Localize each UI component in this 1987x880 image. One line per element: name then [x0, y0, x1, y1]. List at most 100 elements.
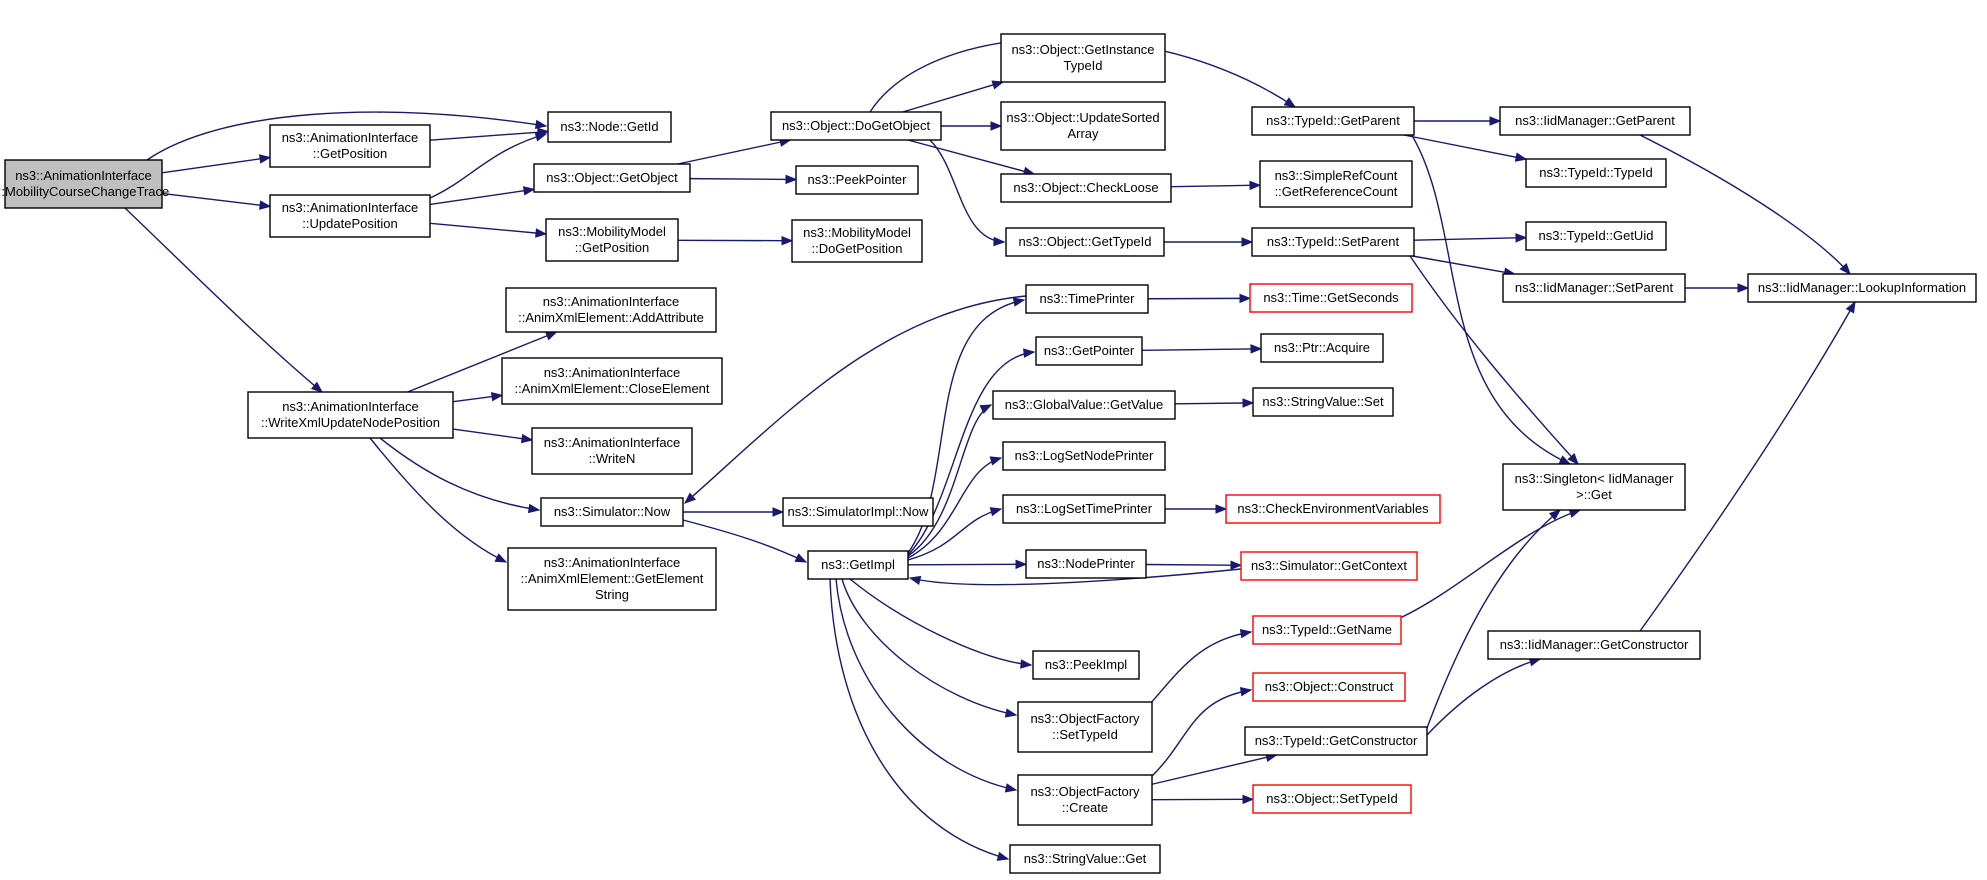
- node-n1[interactable]: ns3::Node::GetId: [547, 111, 672, 143]
- node-box[interactable]: [1252, 615, 1402, 645]
- node-n14[interactable]: ns3::MobilityModel::DoGetPosition: [791, 219, 923, 263]
- node-n36[interactable]: ns3::StringValue::Set: [1252, 387, 1394, 417]
- node-box[interactable]: [1251, 227, 1415, 257]
- node-box[interactable]: [1502, 273, 1686, 303]
- node-box[interactable]: [1009, 844, 1161, 874]
- node-n25[interactable]: ns3::LogSetTimePrinter: [1002, 494, 1166, 524]
- node-n9[interactable]: ns3::AnimationInterface::WriteN: [531, 427, 693, 475]
- node-n28[interactable]: ns3::ObjectFactory::SetTypeId: [1017, 701, 1153, 753]
- node-n29[interactable]: ns3::ObjectFactory::Create: [1017, 774, 1153, 826]
- node-box[interactable]: [795, 165, 919, 195]
- node-n11[interactable]: ns3::AnimationInterface::AnimXmlElement:…: [507, 547, 717, 611]
- node-n27[interactable]: ns3::PeekImpl: [1032, 650, 1140, 680]
- node-box[interactable]: [1005, 227, 1165, 257]
- node-box[interactable]: [1025, 549, 1147, 579]
- node-n39[interactable]: ns3::TypeId::GetName: [1252, 615, 1402, 645]
- node-box[interactable]: [1244, 726, 1428, 756]
- node-n30[interactable]: ns3::StringValue::Get: [1009, 844, 1161, 874]
- node-box[interactable]: [807, 550, 909, 580]
- node-n16[interactable]: ns3::GetImpl: [807, 550, 909, 580]
- node-n47[interactable]: ns3::Singleton< IidManager >::Get: [1502, 463, 1686, 511]
- node-box[interactable]: [1251, 106, 1415, 136]
- node-box[interactable]: [1035, 336, 1143, 366]
- node-box[interactable]: [791, 219, 923, 263]
- node-n5[interactable]: ns3::MobilityModel::GetPosition: [545, 218, 679, 262]
- node-box[interactable]: [547, 111, 672, 143]
- node-box[interactable]: [269, 124, 431, 168]
- node-box[interactable]: [1525, 221, 1667, 251]
- node-n21[interactable]: ns3::TimePrinter: [1025, 284, 1149, 314]
- node-box[interactable]: [782, 497, 934, 527]
- node-box[interactable]: [507, 547, 717, 611]
- node-box[interactable]: [540, 497, 684, 527]
- node-n45[interactable]: ns3::TypeId::GetUid: [1525, 221, 1667, 251]
- node-box[interactable]: [531, 427, 693, 475]
- node-n32[interactable]: ns3::SimpleRefCount::GetReferenceCount: [1259, 160, 1413, 208]
- node-n34[interactable]: ns3::Time::GetSeconds: [1249, 283, 1413, 313]
- node-box[interactable]: [1000, 173, 1172, 203]
- node-n44[interactable]: ns3::TypeId::TypeId: [1525, 158, 1667, 188]
- node-box[interactable]: [1225, 494, 1441, 524]
- node-box[interactable]: [770, 111, 942, 141]
- node-n48[interactable]: ns3::IidManager::GetConstructor: [1487, 630, 1701, 660]
- node-n38[interactable]: ns3::Simulator::GetContext: [1240, 551, 1418, 581]
- node-n20[interactable]: ns3::Object::GetTypeId: [1005, 227, 1165, 257]
- node-box[interactable]: [1017, 774, 1153, 826]
- node-box[interactable]: [545, 218, 679, 262]
- node-box[interactable]: [1240, 551, 1418, 581]
- node-box[interactable]: [1252, 672, 1406, 702]
- node-n12[interactable]: ns3::Object::DoGetObject: [770, 111, 942, 141]
- node-n19[interactable]: ns3::Object::CheckLoose: [1000, 173, 1172, 203]
- node-box[interactable]: [1252, 784, 1412, 814]
- node-box[interactable]: [1002, 441, 1166, 471]
- node-n40[interactable]: ns3::Object::Construct: [1252, 672, 1406, 702]
- node-n23[interactable]: ns3::GlobalValue::GetValue: [992, 390, 1176, 420]
- node-box[interactable]: [4, 159, 163, 209]
- node-box[interactable]: [269, 194, 431, 238]
- node-n2[interactable]: ns3::AnimationInterface::GetPosition: [269, 124, 431, 168]
- node-box[interactable]: [1499, 106, 1691, 136]
- node-n31[interactable]: ns3::TypeId::GetParent: [1251, 106, 1415, 136]
- node-n8[interactable]: ns3::AnimationInterface::AnimXmlElement:…: [501, 357, 723, 405]
- node-n42[interactable]: ns3::Object::SetTypeId: [1252, 784, 1412, 814]
- node-n4[interactable]: ns3::Object::GetObject: [533, 163, 691, 193]
- node-n49[interactable]: ns3::IidManager::LookupInformation: [1747, 273, 1977, 303]
- node-box[interactable]: [533, 163, 691, 193]
- node-n41[interactable]: ns3::TypeId::GetConstructor: [1244, 726, 1428, 756]
- node-n10[interactable]: ns3::Simulator::Now: [540, 497, 684, 527]
- node-box[interactable]: [1000, 33, 1166, 83]
- node-n24[interactable]: ns3::LogSetNodePrinter: [1002, 441, 1166, 471]
- node-box[interactable]: [1025, 284, 1149, 314]
- node-n43[interactable]: ns3::IidManager::GetParent: [1499, 106, 1691, 136]
- node-box[interactable]: [501, 357, 723, 405]
- node-box[interactable]: [1487, 630, 1701, 660]
- node-n22[interactable]: ns3::GetPointer: [1035, 336, 1143, 366]
- node-n6[interactable]: ns3::AnimationInterface::WriteXmlUpdateN…: [247, 391, 454, 439]
- node-n15[interactable]: ns3::SimulatorImpl::Now: [782, 497, 934, 527]
- node-n46[interactable]: ns3::IidManager::SetParent: [1502, 273, 1686, 303]
- node-box[interactable]: [1000, 101, 1166, 151]
- node-box[interactable]: [505, 287, 717, 333]
- node-box[interactable]: [247, 391, 454, 439]
- node-n37[interactable]: ns3::CheckEnvironmentVariables: [1225, 494, 1441, 524]
- node-n0[interactable]: ns3::AnimationInterface::MobilityCourseC…: [0, 159, 169, 209]
- node-box[interactable]: [992, 390, 1176, 420]
- node-box[interactable]: [1032, 650, 1140, 680]
- node-box[interactable]: [1249, 283, 1413, 313]
- node-n33[interactable]: ns3::TypeId::SetParent: [1251, 227, 1415, 257]
- node-n3[interactable]: ns3::AnimationInterface::UpdatePosition: [269, 194, 431, 238]
- node-n35[interactable]: ns3::Ptr::Acquire: [1260, 333, 1384, 363]
- node-box[interactable]: [1252, 387, 1394, 417]
- node-n7[interactable]: ns3::AnimationInterface::AnimXmlElement:…: [505, 287, 717, 333]
- node-box[interactable]: [1259, 160, 1413, 208]
- node-box[interactable]: [1747, 273, 1977, 303]
- node-box[interactable]: [1002, 494, 1166, 524]
- node-box[interactable]: [1502, 463, 1686, 511]
- node-n13[interactable]: ns3::PeekPointer: [795, 165, 919, 195]
- node-box[interactable]: [1017, 701, 1153, 753]
- node-n26[interactable]: ns3::NodePrinter: [1025, 549, 1147, 579]
- node-box[interactable]: [1525, 158, 1667, 188]
- node-box[interactable]: [1260, 333, 1384, 363]
